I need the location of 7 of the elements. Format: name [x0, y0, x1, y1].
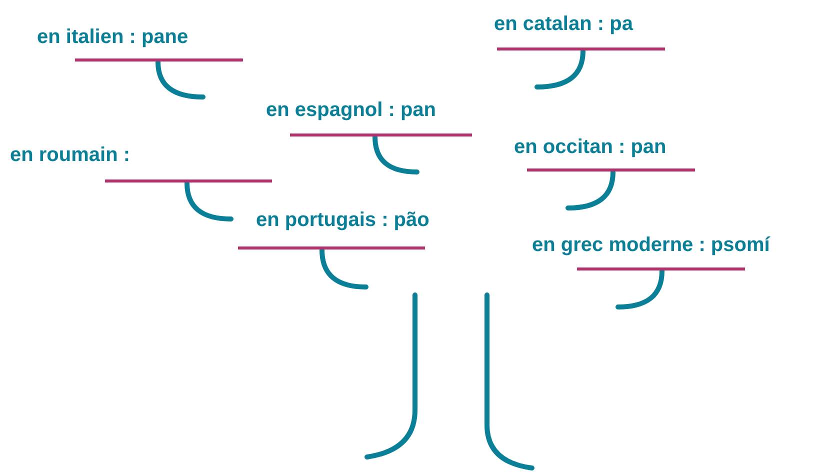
language-label: en roumain :: [10, 143, 130, 167]
language-label: en occitan : pan: [514, 135, 666, 159]
language-label: en italien : pane: [37, 25, 188, 49]
language-label: en grec moderne : psomí: [532, 233, 770, 257]
language-label: en portugais : pão: [256, 208, 430, 232]
language-label: en espagnol : pan: [266, 98, 436, 122]
language-label: en catalan : pa: [494, 12, 633, 36]
